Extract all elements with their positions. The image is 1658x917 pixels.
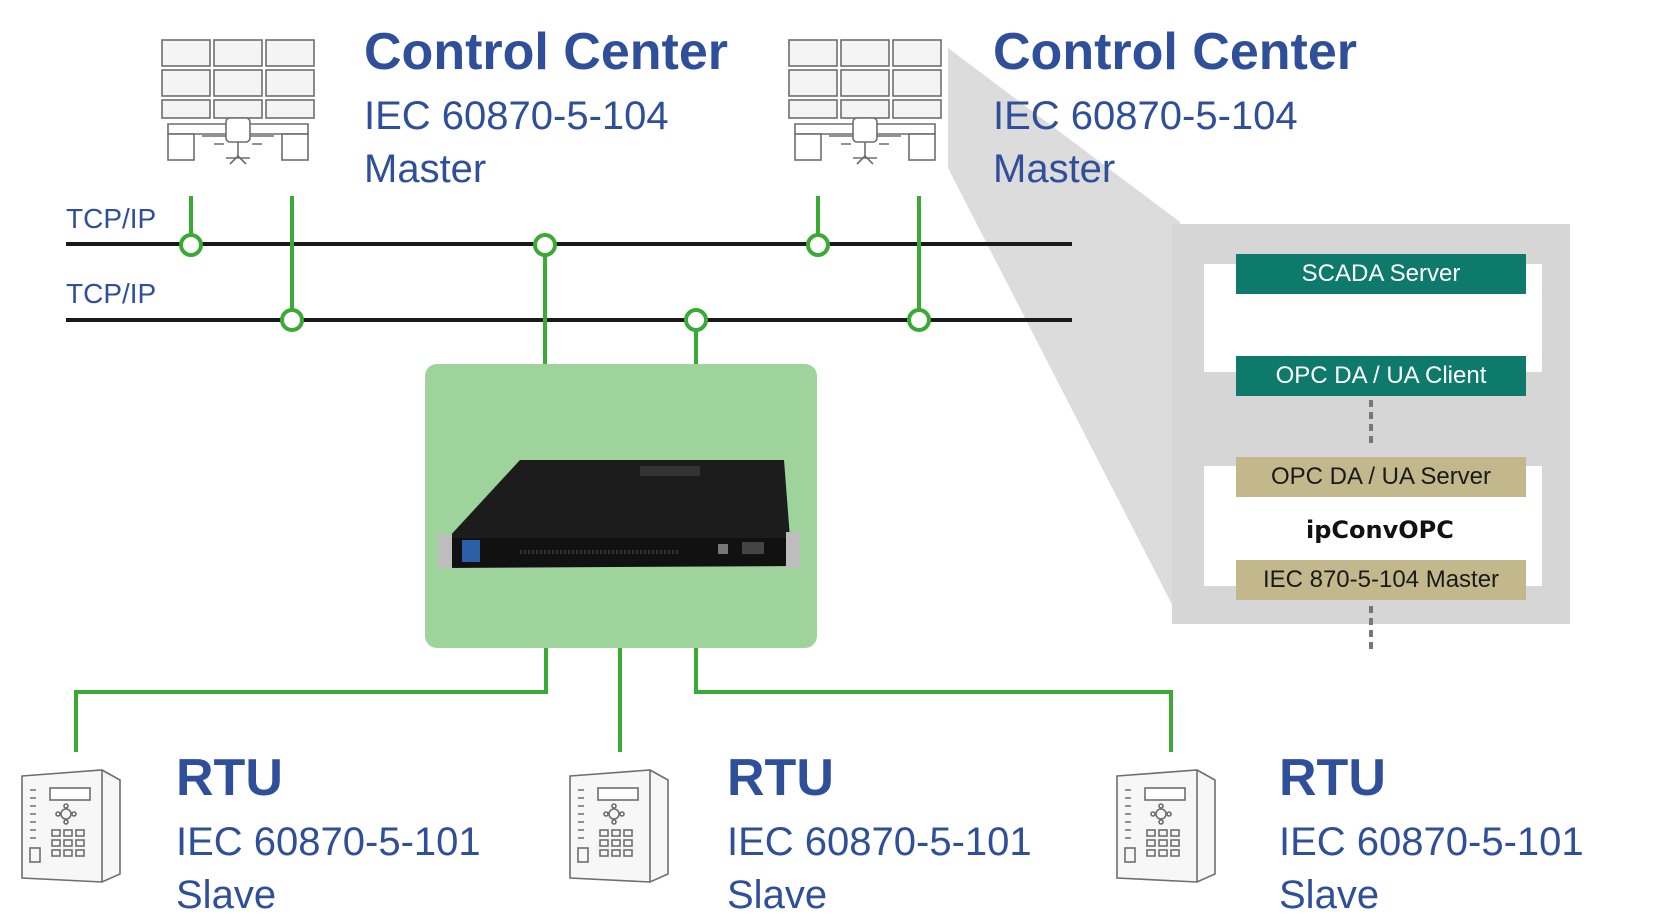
rtu-2-title: RTU	[727, 749, 834, 807]
product-name: ipConvOPC	[1306, 516, 1454, 544]
control-room-desk-icon	[788, 39, 942, 165]
control-center-2-role: Master	[993, 147, 1116, 191]
rack-server-icon	[438, 460, 800, 568]
rtu-2-protocol: IEC 60870-5-101	[727, 820, 1032, 864]
rtu-3-role: Slave	[1279, 873, 1380, 917]
bus-junction	[280, 308, 304, 332]
network-label-2: TCP/IP	[66, 278, 157, 309]
gateway-link-rtu3	[694, 620, 1173, 752]
gateway-link-rtu1	[74, 620, 548, 752]
rtu-2-role: Slave	[727, 873, 828, 917]
control-center-1-title: Control Center	[364, 23, 728, 81]
network-label-1: TCP/IP	[66, 203, 157, 234]
bus-junction	[533, 233, 557, 257]
zoom-fan	[948, 48, 1180, 620]
bus-junction	[907, 308, 931, 332]
protection-relay-icon	[21, 769, 121, 883]
control-room-desk-icon	[161, 39, 315, 165]
rtu-3-protocol: IEC 60870-5-101	[1279, 820, 1584, 864]
control-center-1-role: Master	[364, 147, 487, 191]
opc-client-box: OPC DA / UA Client	[1236, 356, 1526, 396]
rtu-1-role: Slave	[176, 873, 277, 917]
control-center-1-protocol: IEC 60870-5-104	[364, 94, 669, 138]
protection-relay-icon	[1116, 769, 1216, 883]
iec-master-box: IEC 870-5-104 Master	[1236, 560, 1526, 600]
bus-junction	[806, 233, 830, 257]
control-center-2-protocol: IEC 60870-5-104	[993, 94, 1298, 138]
rtu-1-protocol: IEC 60870-5-101	[176, 820, 481, 864]
opc-server-box: OPC DA / UA Server	[1236, 457, 1526, 497]
rtu-3-title: RTU	[1279, 749, 1386, 807]
control-center-2-title: Control Center	[993, 23, 1357, 81]
scada-server-box: SCADA Server	[1236, 254, 1526, 294]
protection-relay-icon	[569, 769, 669, 883]
bus-junction	[179, 233, 203, 257]
bus-junction	[684, 308, 708, 332]
rtu-1-title: RTU	[176, 749, 283, 807]
